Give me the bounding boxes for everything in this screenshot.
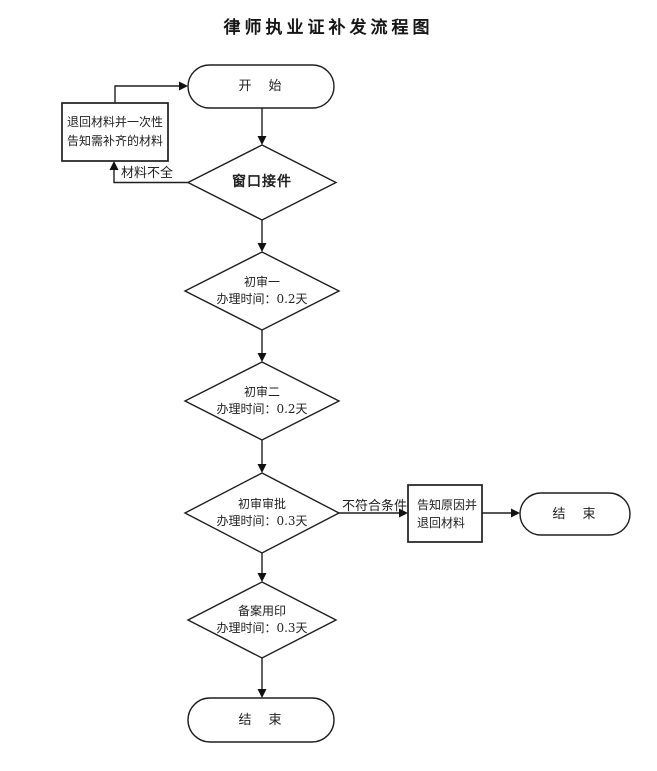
filing-seal-name: 备案用印 (237, 604, 286, 618)
notify-return-line1: 告知原因并 (417, 497, 478, 512)
return-materials-line2: 告知需补齐的材料 (66, 134, 163, 148)
end-right-oval-shape (519, 492, 631, 536)
arrowhead-approval (257, 464, 267, 473)
arrowhead-review1 (257, 243, 267, 252)
arrowhead-end-right (511, 508, 520, 518)
notify-return-box-shape (407, 484, 483, 543)
end-bottom-node-label: 结 束 (238, 712, 284, 728)
review-approval-duration: 办理时间：0.3天 (216, 514, 308, 528)
start-oval-shape (187, 64, 335, 109)
first-review-name: 初审一 (243, 275, 280, 289)
window-intake-diamond-shape (186, 144, 338, 221)
end-right-node-label: 结 束 (552, 506, 598, 522)
window-intake-node-label: 窗口接件 (232, 174, 292, 190)
page-title: 律师执业证补发流程图 (223, 18, 434, 38)
second-review-duration: 办理时间：0.2天 (216, 402, 308, 416)
review-approval-diamond-shape (183, 472, 341, 554)
edge-return-to-start (114, 85, 180, 103)
second-review-node: 初审二 办理时间：0.2天 (185, 362, 339, 440)
notify-return-line2: 退回材料 (417, 515, 466, 530)
arrowhead-notify-box (399, 508, 408, 518)
arrowhead-window (257, 136, 267, 145)
first-review-diamond-shape (183, 251, 341, 331)
first-review-node: 初审一 办理时间：0.2天 (185, 252, 339, 330)
arrowhead-review2 (257, 353, 267, 362)
edge-label-not-qualified: 不符合条件 (342, 499, 408, 514)
arrowhead-start (179, 81, 188, 91)
return-materials-node: 退回材料并一次性 告知需补齐的材料 (62, 103, 168, 161)
review-approval-node: 初审审批 办理时间：0.3天 (185, 473, 339, 553)
return-materials-line1: 退回材料并一次性 (66, 115, 163, 129)
edge-label-incomplete-materials: 材料不全 (121, 166, 174, 181)
filing-seal-duration: 办理时间：0.3天 (216, 621, 308, 635)
arrowhead-end-bottom (257, 689, 267, 698)
notify-return-node: 告知原因并 退回材料 (408, 485, 482, 542)
filing-seal-diamond-shape (186, 581, 338, 659)
first-review-duration: 办理时间：0.2天 (216, 292, 308, 306)
review-approval-name: 初审审批 (237, 497, 286, 511)
filing-seal-node: 备案用印 办理时间：0.3天 (188, 582, 336, 658)
arrowhead-return-box (109, 161, 119, 170)
arrowhead-seal (257, 573, 267, 582)
start-node-label: 开 始 (238, 79, 284, 94)
return-materials-box-shape (61, 102, 169, 162)
second-review-name: 初审二 (243, 385, 280, 399)
end-bottom-oval-shape (187, 697, 335, 743)
edge-window-to-return (113, 170, 188, 184)
second-review-diamond-shape (183, 361, 341, 441)
